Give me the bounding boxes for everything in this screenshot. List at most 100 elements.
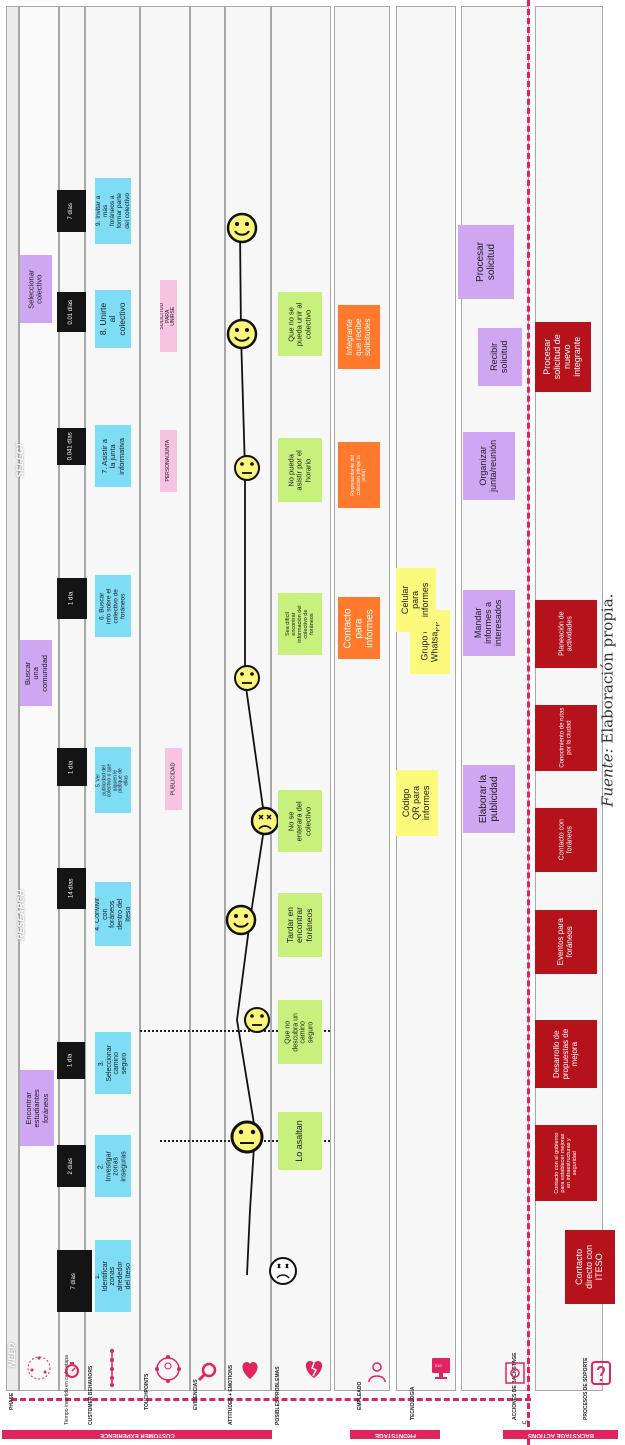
touchpoint-note-3: SOLICITUD PARA UNIRSE (160, 280, 177, 352)
lane-empleado (334, 6, 390, 1391)
time-note-5: 1 día (57, 748, 87, 786)
row-label-empleado: EMPLEADO (357, 1381, 363, 1410)
time-note-4: 14 días (57, 868, 86, 909)
touchpoint-note-1: PUBLICIDAD (165, 748, 182, 810)
lane-phase (6, 6, 19, 1391)
behavior-note-4: 4. Convivir con foráneos dentro del Ites… (95, 882, 131, 946)
source-rest: Elaboración propia. (598, 593, 617, 749)
accion-note-1: Elaborar la publicidad (463, 765, 515, 833)
proceso-note-8: Procesar solicitud de nuevo integrante (535, 322, 591, 392)
happy-face-icon (226, 318, 258, 350)
band-customer-experience: CUSTOMER EXPERIENCE (2, 1430, 272, 1439)
row-label-evidencias: EVIDENCIAS (193, 1379, 199, 1410)
source-word: Fuente: (598, 748, 617, 807)
behavior-note-6: 6. Buscar info sobre el colectivo de for… (95, 575, 131, 637)
behavior-note-7: 7. Asistir a la junta informativa (95, 425, 131, 487)
problem-note-2: Que no descubra un camino seguro (278, 1000, 322, 1064)
behavior-note-3: 3. Seleccionar camino seguro (95, 1032, 131, 1094)
empleado-note-1: Contacto para informes (338, 597, 380, 659)
question-icon (591, 1361, 611, 1385)
stage-research: RESEARCH (16, 889, 27, 941)
proceso-note-1: Contacto directo con ITESO (565, 1230, 615, 1304)
problem-note-5: Sea difícil encontrar información del co… (278, 593, 322, 655)
problem-note-7: Que no se pueda unir al colectivo (278, 292, 322, 356)
proceso-note-7: Planeación de actividades (535, 600, 597, 668)
sad-face-icon (250, 806, 280, 836)
source-caption: Fuente: Elaboración propia. (598, 590, 618, 810)
problem-note-4: No se enterara del colectivo (278, 790, 322, 852)
time-note-3: 1 día (57, 1042, 85, 1079)
svg-text:010: 010 (435, 1363, 442, 1368)
phase-note-1: Encontrar estudiantes foráneos (20, 1070, 54, 1146)
proceso-note-5: Contacto con foráneos (535, 808, 597, 872)
behavior-note-8: 8. Unirte al colectivo (95, 290, 131, 348)
lane-touchpoints (140, 6, 190, 1391)
row-label-procesos: PROCESOS DE SOPORTE (583, 1357, 589, 1420)
computer-icon: 010 (432, 1358, 450, 1379)
proceso-note-4: Eventos para foráneos (535, 910, 597, 974)
time-note-1: 7 días (57, 1250, 92, 1312)
proceso-note-6: Conocimiento de rutas por la ciudad (535, 705, 597, 771)
time-note-8: 0.01 días (57, 292, 86, 332)
neutral-face-icon (230, 1120, 264, 1154)
empleado-note-2: Representante del colectivo (dirige la j… (338, 442, 380, 508)
phase-note-2: Buscar una comunidad (20, 640, 52, 706)
lane-tecnologia (396, 6, 456, 1391)
neutral-face-icon (244, 1007, 270, 1033)
accion-note-4: Recibir solicitud (478, 328, 522, 386)
proceso-note-3: Desarrollo de propuestas de mejora (535, 1020, 597, 1088)
touchpoints-icon (155, 1355, 181, 1383)
accion-note-5: Procesar solicitud (458, 225, 514, 299)
behavior-note-2: 2. Investigar zonas inseguras (95, 1135, 131, 1197)
proceso-note-2: Contacto con el gobierno para establecer… (535, 1125, 597, 1201)
gear-screen-icon (505, 1362, 525, 1384)
stopwatch-icon (65, 1362, 79, 1378)
band-customer-label: CUSTOMER EXPERIENCE (99, 1431, 175, 1438)
heart-head-icon (242, 1362, 258, 1379)
line-of-interaction (11, 1398, 531, 1401)
journey-path-icon (110, 1349, 114, 1387)
neutral-face-icon (234, 455, 260, 481)
tecnologia-note-3: Celular para informes (396, 568, 436, 632)
behavior-note-1: 1. Identificar zonas alrededor del Iteso (95, 1240, 131, 1312)
sad-face-icon (269, 1257, 297, 1285)
time-note-6: 1 día (57, 578, 87, 619)
happy-face-icon (225, 904, 257, 936)
magnifier-icon (197, 1362, 217, 1382)
behavior-note-9: 9. Invitar a más foráneos a formar parte… (95, 178, 131, 244)
band-backstage-label: BACKSTAGE ACTIONS (527, 1431, 594, 1438)
time-note-9: 7 días (57, 190, 86, 232)
row-label-tecnologia: TECNOLOGÍA (410, 1386, 416, 1420)
time-note-7: 0.041 días (57, 428, 86, 465)
problem-note-1: Lo asaltan (278, 1112, 322, 1170)
lane-evidencias (190, 6, 225, 1391)
neutral-face-icon (234, 665, 260, 691)
employee-icon (368, 1362, 386, 1383)
stage-need: NEED (7, 1342, 18, 1368)
happy-face-icon (226, 212, 258, 244)
band-frontstage-label: FRONTSTAGE (374, 1431, 416, 1438)
dotted-divider (140, 1030, 330, 1032)
problem-note-6: No pueda asistir por el horario (278, 438, 322, 502)
tecnologia-note-1: Código QR para informes (396, 770, 438, 836)
stage-select: SELECT (15, 442, 26, 478)
emotion-curve (236, 229, 266, 1276)
band-backstage: BACKSTAGE ACTIONS (503, 1430, 618, 1439)
touchpoint-note-2: PERSONA/JUNTA (160, 430, 177, 492)
row-label-phase: PHASE (9, 1392, 15, 1410)
phase-note-3: Seleccionar colectivo (20, 255, 52, 323)
band-frontstage: FRONTSTAGE (350, 1430, 440, 1439)
empleado-note-3: Integrante que recibe solicitudes (338, 305, 380, 369)
problem-note-3: Tardar en encontrar foráneos (278, 893, 322, 957)
row-label-touchpoints: TOUCHPOINTS (144, 1373, 150, 1410)
line-of-visibility (527, 0, 530, 1445)
broken-heart-icon (305, 1361, 323, 1378)
page-number: 5 (521, 1420, 531, 1425)
network-icon (27, 1356, 51, 1380)
accion-note-2: Mandar informes a interesados (463, 590, 515, 656)
accion-note-3: Organizar junta/reunión (463, 432, 515, 500)
behavior-note-5: 5. Ver publicidad del colectivo o que al… (95, 747, 131, 813)
time-note-2: 2 días (57, 1145, 86, 1187)
lane-acciones (461, 6, 529, 1391)
